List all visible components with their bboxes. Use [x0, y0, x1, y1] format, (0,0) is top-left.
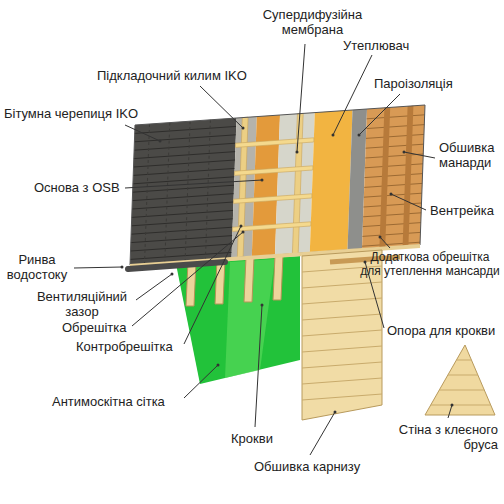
part-label: Обшивка карнизу	[254, 459, 360, 474]
part-label: Супердифузійна мембрана	[255, 7, 370, 37]
part-label: Ринва водостоку	[3, 252, 71, 282]
part-label: Обшивка манарди	[439, 140, 501, 170]
part-label: Контробрешітка	[76, 339, 173, 354]
part-label: Вентрейка	[430, 203, 494, 218]
part-label: Антимоскітна сітка	[52, 394, 165, 409]
part-label: Утеплювач	[343, 38, 409, 53]
part-label: Стіна з клеєного бруса	[398, 422, 498, 452]
gable-wall	[425, 345, 495, 415]
leader-lines	[74, 44, 452, 455]
gutter	[128, 262, 225, 269]
part-label: Бітумна черепиця IKO	[4, 106, 138, 121]
part-label: Вентиляційний зазор	[30, 289, 134, 319]
insect-mesh	[176, 256, 300, 384]
part-label: Обрешітка	[62, 320, 127, 335]
part-label: Основа з OSB	[34, 180, 120, 195]
part-label: Крокви	[231, 431, 273, 446]
part-label: Пароізоляція	[374, 76, 453, 91]
part-label: Підкладочний килим IKO	[97, 68, 247, 83]
part-label: Опора для крокви	[387, 323, 495, 338]
part-label: Додаткова обрешітка для утеплення мансар…	[360, 250, 500, 278]
